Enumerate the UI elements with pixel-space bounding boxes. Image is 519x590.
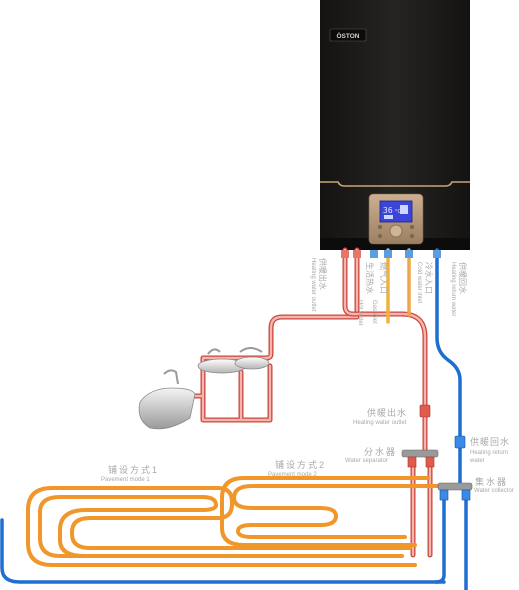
- control-knob[interactable]: [389, 224, 403, 238]
- labels: 供暖出水 Heating water outlet 生活热水 Hot water…: [101, 258, 514, 494]
- heating-water-outlet-label-en: Heating water outlet: [310, 258, 316, 312]
- connector-stub: [370, 250, 378, 258]
- boiler-brand-logo: ÖSTON: [337, 31, 360, 40]
- collector-valve-icon: [439, 489, 449, 501]
- wall-boiler: ÖSTON 36 °C: [320, 0, 470, 250]
- lcd-segment: [400, 205, 408, 214]
- pavement-mode-1-coil-inner: [38, 495, 404, 558]
- separator-valve-icon: [407, 456, 417, 468]
- pavement-mode-2-coil: [220, 476, 442, 547]
- cold-water-inlet-label-cn: 冷水入口: [424, 262, 434, 294]
- outlet-valve-icon: [419, 404, 431, 418]
- washbasin-faucet-icon: [207, 348, 221, 355]
- separator-label-cn: 分水器: [364, 446, 397, 457]
- lcd-segment: [384, 215, 393, 219]
- pavement-mode-2-label-en: Pavement mode 2: [268, 472, 317, 478]
- bathtub: [138, 387, 196, 430]
- control-button[interactable]: [410, 225, 414, 229]
- washbasin-faucet-icon: [239, 347, 263, 353]
- outlet-valve-label-cn: 供暖出水: [367, 407, 407, 418]
- collector-label-en: Water collector: [474, 488, 514, 494]
- washbasin-right: [234, 356, 270, 370]
- pavement-mode-1-label-en: Pavement mode 1: [101, 477, 150, 483]
- heating-return-water-label-cn: 供暖回水: [458, 262, 468, 294]
- bathtub-faucet-icon: [163, 369, 179, 385]
- gas-inlet-label-en: Gas inlet: [371, 300, 377, 324]
- domestic-hot-water-label-en: Hot water: [357, 300, 363, 326]
- connector-stub: [405, 250, 413, 258]
- domestic-hot-water-label-cn: 生活热水: [365, 262, 375, 294]
- collector-label-cn: 集水器: [475, 476, 508, 487]
- control-button[interactable]: [378, 225, 382, 229]
- lcd-temperature: 36: [383, 206, 393, 215]
- boiler-logo-badge: [329, 28, 367, 42]
- return-valve-icon: [454, 435, 466, 449]
- connector-stub: [353, 250, 361, 258]
- separator-label-en: Water separator: [345, 458, 388, 464]
- outlet-valve-label-en: Heating water outlet: [353, 420, 407, 426]
- return-valve-label-en-line1: Heating return: [470, 450, 508, 456]
- boiler-gold-trim: [320, 181, 470, 187]
- heating-water-outlet-label-cn: 供暖出水: [318, 258, 328, 290]
- heating-return-water-label-en: Heating return water: [450, 262, 456, 316]
- pavement-mode-1-coil: [26, 486, 417, 567]
- gas-inlet-label-cn: 燃气入口: [379, 262, 389, 294]
- boiler-connectors: [341, 250, 441, 258]
- collector-valve-icon: [461, 489, 471, 501]
- separator-manifold-icon: [401, 449, 439, 458]
- cold-water-inlet-label-en: Cold water inlet: [416, 262, 422, 304]
- fixtures: [138, 347, 270, 430]
- return-loop-outer: [0, 518, 446, 584]
- domestic-hot-water-pipe-core: [173, 248, 359, 422]
- return-valve-label-en-line2: water: [469, 458, 485, 464]
- connector-stub: [384, 250, 392, 258]
- valves: [401, 404, 473, 501]
- collector-manifold-icon: [437, 482, 473, 491]
- connector-stub: [341, 250, 349, 258]
- control-button[interactable]: [410, 234, 414, 238]
- connector-stub: [433, 250, 441, 258]
- control-button[interactable]: [378, 234, 382, 238]
- lcd-unit: °C: [395, 209, 402, 215]
- heating-outlet-pipe-core: [343, 248, 432, 557]
- pavement-mode-2-label-cn: 铺设方式2: [275, 459, 326, 470]
- separator-valve-icon: [425, 456, 435, 468]
- return-valve-label-cn: 供暖回水: [470, 436, 510, 447]
- pavement-mode-1-label-cn: 铺设方式1: [108, 464, 159, 475]
